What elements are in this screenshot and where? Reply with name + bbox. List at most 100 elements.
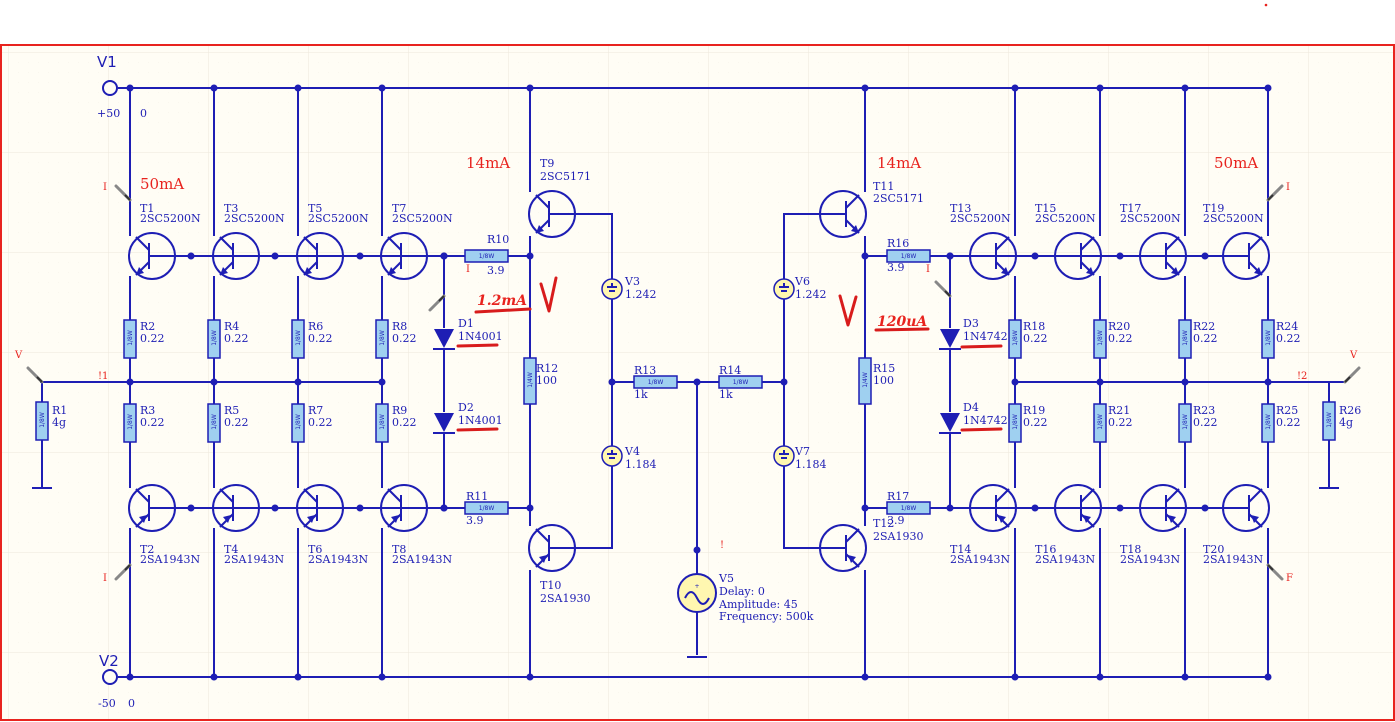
diode-d4 (939, 413, 961, 434)
transistor-name: T12 (873, 517, 894, 530)
source-name: V4 (624, 445, 640, 458)
resistor-name: R12 (536, 362, 558, 375)
underline-1-2ma (474, 307, 532, 314)
source-delay: Delay: 0 (719, 585, 765, 598)
resistor-r25: 1/8W (1261, 403, 1275, 443)
resistor-r3: 1/8W (123, 403, 137, 443)
transistor-name: T4 (224, 543, 238, 556)
resistor-r26: 1/8W (1322, 401, 1336, 441)
resistor-value: 0.22 (140, 332, 165, 345)
probe-label: V (14, 350, 23, 361)
transistor-t3 (212, 232, 260, 280)
underline-d4 (960, 427, 1003, 432)
transistor-t20 (1222, 484, 1270, 532)
resistor-value: 0.22 (1108, 416, 1133, 429)
transistor-t15 (1054, 232, 1102, 280)
v1-name: V1 (97, 53, 117, 71)
svg-text:1/8W: 1/8W (479, 505, 495, 512)
source-name: V5 (718, 572, 734, 585)
probe-i (114, 563, 132, 581)
transistor-model: 2SA1930 (873, 530, 923, 543)
resistor-value: 0.22 (1193, 332, 1218, 345)
check-mark-right (838, 294, 858, 327)
components: 1/8W 1/8W 1/8W 1/8W 1/8W 1/8W 1/8W 1/8W 1/8W 1/8W… (35, 190, 1336, 613)
resistor-name: R6 (308, 320, 323, 333)
transistor-name: T16 (1035, 543, 1056, 556)
transistor-name: T11 (873, 180, 894, 193)
underline-d1 (456, 343, 499, 348)
resistor-r12: 1/4W (523, 357, 537, 405)
resistor-name: R2 (140, 320, 155, 333)
transistor-t1 (128, 232, 176, 280)
resistor-name: R25 (1276, 404, 1298, 417)
transistor-model: 2SC5200N (950, 212, 1011, 225)
transistor-name: T19 (1203, 202, 1224, 215)
transistor-model: 2SC5171 (873, 192, 924, 205)
resistor-value: 0.22 (1276, 416, 1301, 429)
annotation-1-2ma: 1.2mA (477, 293, 527, 309)
resistor-r6: 1/8W (291, 319, 305, 359)
transistor-model: 2SA1943N (308, 553, 368, 566)
svg-text:1/8W: 1/8W (1265, 330, 1272, 346)
resistor-name: R23 (1193, 404, 1215, 417)
resistor-name: R1 (52, 404, 67, 417)
probe-v (1343, 366, 1361, 384)
transistor-name: T1 (140, 202, 154, 215)
transistor-name: T3 (224, 202, 238, 215)
resistor-value: 1k (719, 388, 733, 401)
svg-text:1/8W: 1/8W (295, 330, 302, 346)
resistor-name: R4 (224, 320, 239, 333)
transistor-name: T17 (1120, 202, 1141, 215)
transistor-name: T2 (140, 543, 154, 556)
transistor-name: T10 (540, 579, 561, 592)
source-value: 1.184 (625, 458, 657, 471)
transistor-model: 2SC5171 (540, 170, 591, 183)
transistor-model: 2SC5200N (224, 212, 285, 225)
annotation-50ma-left: 50mA (140, 175, 184, 193)
annotation-50ma-right: 50mA (1214, 154, 1258, 172)
resistor-value: 0.22 (308, 332, 333, 345)
source-v7 (773, 445, 795, 467)
probe-i (114, 184, 132, 202)
svg-text:1/8W: 1/8W (1097, 414, 1104, 430)
annotation-14ma-right: 14mA (877, 154, 921, 172)
resistor-value: 3.9 (487, 264, 505, 277)
transistor-t16 (1054, 484, 1102, 532)
resistor-name: R22 (1193, 320, 1215, 333)
transistor-name: T20 (1203, 543, 1224, 556)
resistor-name: R10 (487, 233, 509, 246)
resistor-value: 3.9 (466, 514, 484, 527)
resistor-r11: 1/8W (464, 501, 509, 515)
resistor-value: 0.22 (392, 416, 417, 429)
transistor-model: 2SC5200N (1120, 212, 1181, 225)
underline-d2 (456, 427, 499, 432)
v2-zero: 0 (128, 697, 135, 710)
resistor-name: R20 (1108, 320, 1130, 333)
resistor-value: 0.22 (1108, 332, 1133, 345)
transistor-model: 2SA1943N (1035, 553, 1095, 566)
resistor-name: R26 (1339, 404, 1361, 417)
resistor-r23: 1/8W (1178, 403, 1192, 443)
transistor-t12 (819, 524, 867, 572)
check-mark-left (539, 276, 558, 313)
source-value: 1.242 (795, 288, 827, 301)
transistor-t6 (296, 484, 344, 532)
transistor-name: T5 (308, 202, 322, 215)
transistor-name: T8 (392, 543, 406, 556)
svg-text:1/8W: 1/8W (479, 253, 495, 260)
svg-text:+: + (694, 583, 699, 590)
transistor-model: 2SC5200N (1203, 212, 1264, 225)
svg-text:1/8W: 1/8W (211, 330, 218, 346)
probe-label: I (1286, 182, 1290, 193)
svg-text:1/8W: 1/8W (1097, 330, 1104, 346)
transistor-model: 2SA1943N (392, 553, 452, 566)
transistor-model: 2SA1943N (950, 553, 1010, 566)
diode-d3 (939, 329, 961, 350)
transistor-model: 2SA1930 (540, 592, 590, 605)
probe-label: I (103, 573, 107, 584)
transistor-model: 2SA1943N (1203, 553, 1263, 566)
svg-text:1/8W: 1/8W (39, 412, 46, 428)
resistor-r17: 1/8W (886, 501, 931, 515)
svg-text:1/4W: 1/4W (862, 372, 869, 388)
diode-model: 1N4742 (963, 330, 1008, 343)
